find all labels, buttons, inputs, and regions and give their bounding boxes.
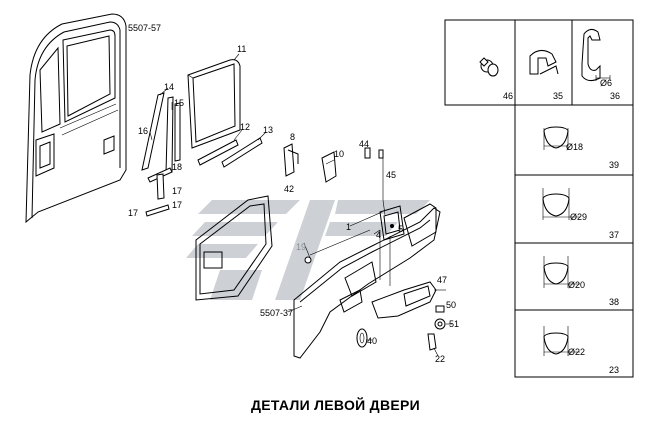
callout-17c: 17 — [172, 200, 182, 210]
grid-dim-29: Ø29 — [570, 212, 587, 222]
callout-4: 4 — [376, 230, 381, 240]
leader-lines — [149, 53, 452, 357]
grid-dim-20: Ø20 — [568, 280, 585, 290]
callout-labels: 5507-57 5507-37 11 14 15 16 12 13 18 17 … — [128, 23, 459, 364]
callout-17a: 17 — [172, 186, 182, 196]
grid-num-23: 23 — [609, 365, 619, 375]
armrest-and-fittings — [304, 256, 446, 351]
callout-10: 10 — [334, 149, 344, 159]
run-channels — [141, 92, 263, 217]
callout-15: 15 — [174, 98, 184, 108]
brackets — [283, 143, 384, 183]
grid-cell-38: Ø20 38 — [543, 256, 619, 307]
callout-22: 22 — [435, 354, 445, 364]
callout-44: 44 — [359, 139, 369, 149]
parts-grid: 46 35 Ø6 36 Ø18 39 — [444, 19, 634, 378]
grid-cell-23: Ø22 23 — [543, 326, 619, 375]
grid-cell-46: 46 — [479, 57, 513, 101]
grid-dim-22: Ø22 — [568, 347, 585, 357]
callout-8: 8 — [290, 132, 295, 142]
callout-14: 14 — [164, 82, 174, 92]
callout-40: 40 — [367, 336, 377, 346]
callout-11: 11 — [237, 44, 246, 54]
grid-num-46: 46 — [503, 91, 513, 101]
window-seal-11 — [187, 59, 241, 149]
watermark-logo — [186, 200, 430, 300]
callout-47: 47 — [437, 275, 447, 285]
callout-45: 45 — [386, 170, 396, 180]
grid-num-36: 36 — [610, 91, 620, 101]
grid-dim-6: Ø6 — [600, 78, 612, 88]
callout-13: 13 — [263, 125, 273, 135]
door-frame — [25, 13, 127, 224]
grid-num-38: 38 — [609, 297, 619, 307]
grid-cell-36: Ø6 36 — [581, 28, 620, 101]
ref-trim: 5507-37 — [260, 308, 293, 318]
diagram-caption: ДЕТАЛИ ЛЕВОЙ ДВЕРИ — [250, 397, 421, 413]
callout-51: 51 — [449, 319, 459, 329]
door-inner-panel — [195, 150, 441, 359]
grid-cell-35: 35 — [529, 50, 563, 101]
callout-17b: 17 — [128, 208, 138, 218]
callout-16: 16 — [138, 126, 148, 136]
callout-50: 50 — [446, 300, 456, 310]
callout-12: 12 — [240, 122, 250, 132]
grid-num-35: 35 — [553, 91, 563, 101]
grid-cell-37: Ø29 37 — [542, 188, 619, 240]
callout-18: 18 — [172, 162, 182, 172]
grid-cell-39: Ø18 39 — [543, 126, 619, 170]
callout-5: 5 — [398, 224, 403, 234]
grid-num-39: 39 — [609, 160, 619, 170]
grid-num-37: 37 — [609, 230, 619, 240]
callout-42: 42 — [284, 184, 294, 194]
callout-19: 19 — [296, 242, 306, 252]
ref-door: 5507-57 — [128, 23, 161, 33]
grid-dim-18: Ø18 — [566, 142, 583, 152]
callout-1: 1 — [346, 222, 351, 232]
